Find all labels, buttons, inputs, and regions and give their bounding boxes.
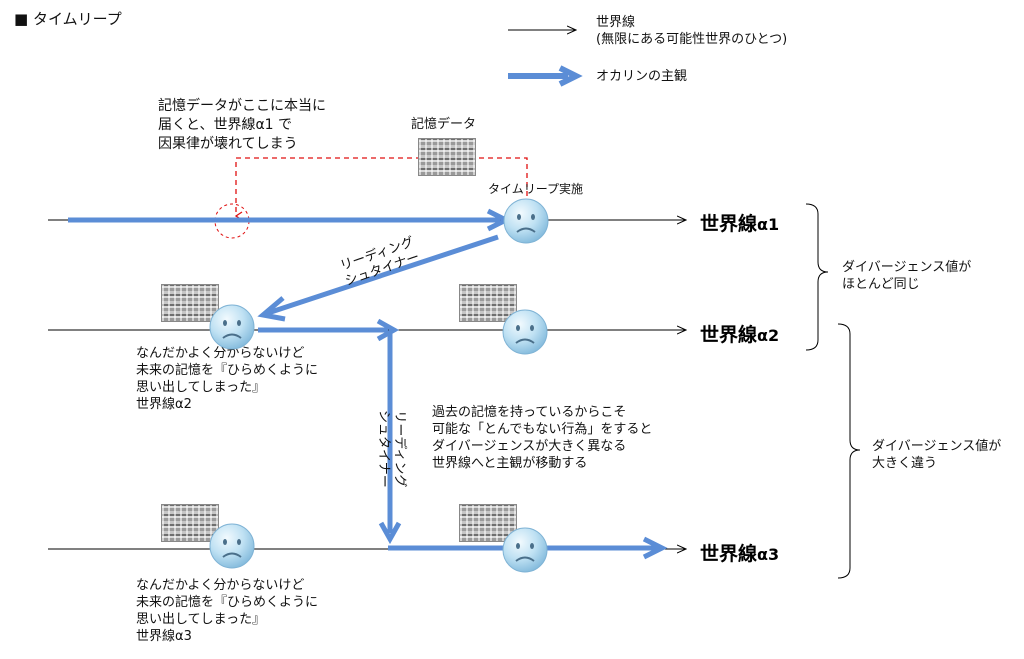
reading-steiner-label-2: リーディング シュタイナー	[376, 410, 407, 488]
memory-data-thumbnail-icon	[161, 284, 219, 322]
subjective-arrow-down	[378, 332, 402, 545]
sad-face-icon	[502, 309, 548, 355]
alpha2-memory-note: なんだかよく分からないけど 未来の記憶を『ひらめくように 思い出してしまった』 …	[136, 346, 319, 412]
memory-data-thumbnail-icon	[459, 284, 517, 322]
subjective-arrow-timeleap	[257, 234, 499, 322]
divergence-small-note: ダイバージェンス値が ほとんど同じ	[842, 260, 972, 292]
memory-data-path	[234, 157, 528, 221]
brace-large-divergence	[837, 323, 861, 579]
sad-face-icon	[209, 523, 255, 569]
sad-face-icon	[502, 527, 548, 573]
legend-thick-arrow	[508, 65, 583, 87]
subjective-arrow-alpha1	[68, 208, 512, 232]
legend-thin-line-label: 世界線 (無限にある可能性世界のひとつ)	[596, 15, 788, 47]
memory-data-thumbnail-icon	[418, 138, 476, 176]
brace-small-divergence	[805, 203, 829, 351]
world-line-alpha3-label: 世界線α3	[700, 543, 780, 565]
divergence-large-note: ダイバージェンス値が 大きく違う	[872, 439, 1002, 471]
subjective-move-note: 過去の記憶を持っているからこそ 可能な「とんでもない行為」をすると ダイバージェ…	[432, 405, 653, 471]
memory-data-thumbnail-icon	[161, 504, 219, 542]
alpha3-memory-note: なんだかよく分からないけど 未来の記憶を『ひらめくように 思い出してしまった』 …	[136, 578, 319, 644]
sad-face-icon	[503, 198, 549, 244]
causality-note: 記憶データがここに本当に 届くと、世界線α1 で 因果律が壊れてしまう	[158, 98, 326, 152]
timeleap-label: タイムリープ実施	[488, 182, 584, 196]
world-line-alpha1-label: 世界線α1	[700, 213, 780, 235]
legend-thick-arrow-label: オカリンの主観	[596, 69, 688, 84]
world-line-alpha2-label: 世界線α2	[700, 324, 780, 346]
memory-data-label: 記憶データ	[411, 117, 477, 132]
subjective-arrow-alpha2	[258, 318, 400, 342]
sad-face-icon	[209, 304, 255, 350]
memory-data-thumbnail-icon	[459, 504, 517, 542]
diagram-title: ■ タイムリープ	[14, 10, 122, 28]
